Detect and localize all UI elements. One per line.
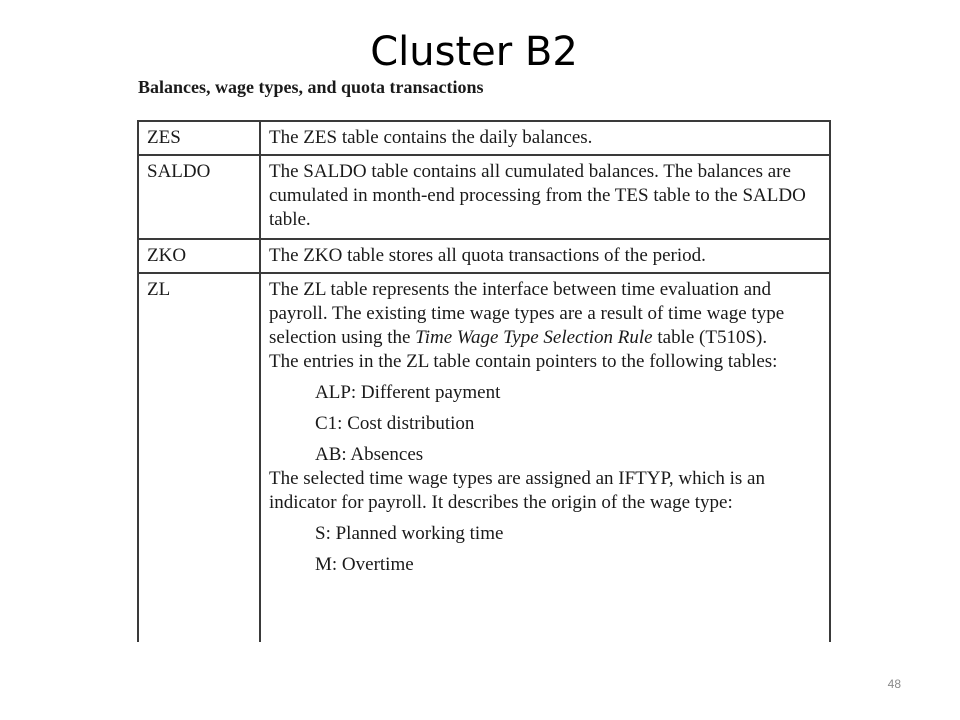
table-key-cell: SALDO bbox=[137, 154, 261, 240]
pointer-item-c1: C1: Cost distribution bbox=[315, 413, 475, 434]
table-row: ZES The ZES table contains the daily bal… bbox=[137, 120, 831, 156]
table-desc-cell: The ZKO table stores all quota transacti… bbox=[259, 238, 831, 274]
table-desc-cell: The ZES table contains the daily balance… bbox=[259, 120, 831, 156]
table-key-cell: ZL bbox=[137, 272, 261, 642]
table-desc-cell: The SALDO table contains all cumulated b… bbox=[259, 154, 831, 240]
zl-text-before-italic: The ZL table represents the interface be… bbox=[269, 279, 785, 348]
zl-paragraph-3: The selected time wage types are assigne… bbox=[269, 468, 765, 513]
origin-item-m: M: Overtime bbox=[315, 554, 414, 575]
table-key-cell: ZES bbox=[137, 120, 261, 156]
zl-paragraph-1: The ZL table represents the interface be… bbox=[269, 278, 821, 350]
table-desc-cell: The ZL table represents the interface be… bbox=[259, 272, 831, 642]
definitions-table: ZES The ZES table contains the daily bal… bbox=[137, 120, 831, 642]
zl-text-after-italic: table (T510S). bbox=[652, 327, 768, 348]
pointer-item-ab: AB: Absences bbox=[315, 444, 424, 465]
page-number: 48 bbox=[887, 677, 901, 691]
slide-title: Cluster B2 bbox=[370, 29, 578, 75]
origin-item-s: S: Planned working time bbox=[315, 523, 504, 544]
zl-italic-rule-name: Time Wage Type Selection Rule bbox=[415, 327, 653, 348]
table-row: ZKO The ZKO table stores all quota trans… bbox=[137, 238, 831, 274]
table-row: ZL The ZL table represents the interface… bbox=[137, 272, 831, 642]
table-row: SALDO The SALDO table contains all cumul… bbox=[137, 154, 831, 240]
zl-paragraph-2: The entries in the ZL table contain poin… bbox=[269, 351, 778, 372]
document-heading: Balances, wage types, and quota transact… bbox=[138, 77, 484, 97]
pointer-item-alp: ALP: Different payment bbox=[315, 382, 501, 403]
table-key-cell: ZKO bbox=[137, 238, 261, 274]
